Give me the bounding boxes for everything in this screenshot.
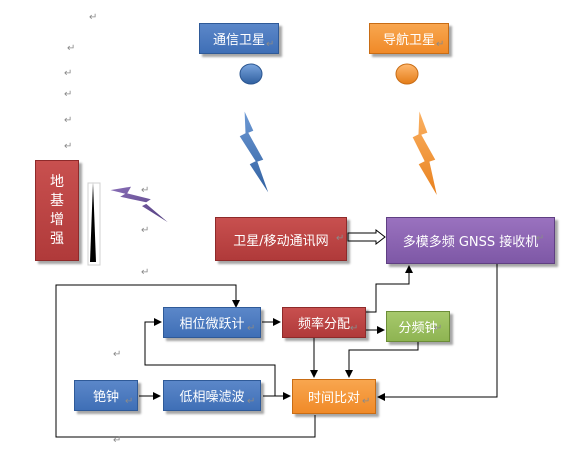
receiver-to-time-arrow [377, 264, 498, 401]
paragraph-mark: ↵ [247, 323, 256, 334]
paragraph-mark: ↵ [536, 233, 545, 244]
ground-lightning-icon [107, 185, 174, 227]
paragraph-mark: ↵ [336, 233, 345, 244]
ground-tower-icon [90, 182, 96, 262]
freq-to-receiver-arrow [366, 265, 413, 313]
time-comparison-label: 时间比对 [307, 391, 360, 406]
comm-satellite-ball-icon [239, 63, 263, 85]
paragraph-mark: ↵ [362, 396, 371, 407]
comm-satellite-label: 通信卫星 [212, 33, 265, 48]
nav-lightning-icon [411, 108, 439, 199]
paragraph-mark: ↵ [141, 225, 150, 236]
nav-satellite-ball-icon [395, 63, 419, 85]
time-comparison-node: 时间比对 [292, 379, 376, 414]
paragraph-mark: ↵ [350, 323, 359, 334]
ground-aug-char-4: 强 [50, 230, 64, 247]
ground-aug-char-1: 地 [50, 173, 64, 190]
paragraph-mark: ↵ [266, 39, 275, 50]
phase-micro-stepper-node: 相位微跃计 [163, 307, 261, 338]
phase-micro-stepper-label: 相位微跃计 [179, 317, 245, 332]
low-phase-noise-filter-node: 低相噪滤波 [163, 380, 261, 411]
feedback-line [55, 284, 316, 438]
paragraph-mark: ↵ [67, 43, 76, 54]
paragraph-mark: ↵ [64, 89, 73, 100]
divclock-to-time-arrow [345, 342, 419, 378]
low-phase-noise-filter-label: 低相噪滤波 [179, 390, 245, 405]
paragraph-mark: ↵ [113, 349, 122, 360]
cesium-clock-label: 铯钟 [92, 390, 119, 405]
hollow-arrow-connector [347, 228, 386, 246]
freq-distribution-label: 频率分配 [297, 317, 350, 332]
paragraph-mark: ↵ [434, 323, 443, 334]
comm-satellite-node: 通信卫星 [199, 23, 279, 54]
paragraph-mark: ↵ [141, 185, 150, 196]
ground-augmentation-node: 地 基 增 强 [35, 160, 79, 261]
ground-aug-char-3: 增 [50, 211, 64, 228]
nav-satellite-label: 导航卫星 [382, 33, 435, 48]
paragraph-mark: ↵ [125, 396, 134, 407]
paragraph-mark: ↵ [89, 12, 98, 23]
freq-distribution-node: 频率分配 [282, 307, 366, 338]
filter-to-phase-arrow [144, 318, 276, 397]
gnss-receiver-label: 多模多频 GNSS 接收机 [402, 235, 539, 250]
sat-mobile-network-node: 卫星/移动通讯网 [215, 217, 347, 261]
freq-division-clock-node: 分频钟 [386, 311, 450, 342]
paragraph-mark: ↵ [64, 115, 73, 126]
comm-lightning-icon [238, 108, 271, 197]
paragraph-mark: ↵ [141, 267, 150, 278]
paragraph-mark: ↵ [64, 68, 73, 79]
paragraph-mark: ↵ [247, 396, 256, 407]
nav-satellite-node: 导航卫星 [369, 23, 449, 54]
paragraph-mark: ↵ [113, 435, 122, 446]
paragraph-mark: ↵ [64, 141, 73, 152]
cesium-clock-node: 铯钟 [74, 380, 138, 411]
freq-division-clock-label: 分频钟 [398, 321, 438, 336]
ground-aug-char-2: 基 [50, 192, 64, 209]
paragraph-mark: ↵ [436, 39, 445, 50]
sat-mobile-network-label: 卫星/移动通讯网 [233, 233, 329, 249]
gnss-receiver-node: 多模多频 GNSS 接收机 [386, 217, 555, 264]
